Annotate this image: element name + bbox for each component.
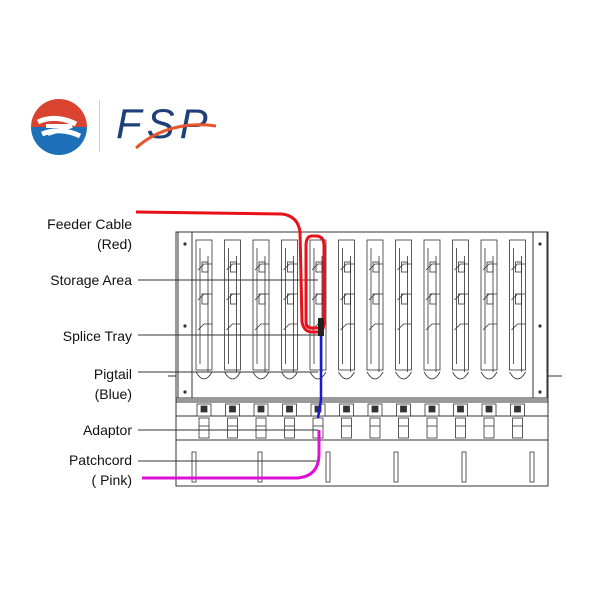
label-patchcord: Patchcord( Pink) [68, 452, 132, 488]
splice-tray [252, 239, 270, 380]
screws [183, 242, 542, 394]
splice-tray [480, 239, 498, 380]
slot [325, 451, 331, 483]
adaptor [453, 403, 468, 439]
splice-tray [395, 239, 412, 380]
screw [538, 390, 542, 394]
adaptor [196, 403, 212, 439]
adaptors [196, 403, 525, 439]
splice-tray [366, 239, 384, 380]
splice-tray [281, 239, 298, 380]
adaptor [225, 403, 240, 439]
adaptor [282, 403, 297, 439]
screw [183, 324, 187, 328]
adaptor [510, 403, 525, 439]
fsp-logo-icon [31, 99, 87, 155]
screw [183, 242, 187, 246]
screw [538, 242, 542, 246]
patch-slots [191, 451, 535, 483]
adaptor [253, 403, 269, 439]
slot [191, 451, 197, 483]
splice-tray [452, 239, 469, 380]
splice-sleeve [318, 318, 324, 336]
feeder-cable [135, 210, 326, 334]
splice-trays [195, 239, 526, 380]
splice-tray [509, 239, 526, 380]
adaptor [339, 403, 354, 439]
pigtail [316, 336, 323, 419]
slot [257, 451, 263, 483]
logo-divider [99, 100, 100, 152]
adaptor [481, 403, 497, 439]
brand-wordmark: FSP [116, 100, 213, 147]
label-storage-area: Storage Area [50, 272, 132, 288]
splice-tray [195, 239, 213, 380]
splice-tray [423, 239, 441, 380]
label-adaptor: Adaptor [82, 422, 132, 438]
splice-tray [338, 239, 355, 380]
slot [529, 451, 535, 483]
label-feeder-cable: Feeder Cable(Red) [47, 216, 132, 252]
brand-swoosh-icon [134, 123, 217, 150]
adaptor [367, 403, 383, 439]
adaptor [396, 403, 411, 439]
screw [183, 390, 187, 394]
screw [538, 324, 542, 328]
slot [393, 451, 399, 483]
slot [461, 451, 467, 483]
label-pigtail: Pigtail(Blue) [93, 366, 132, 402]
patchcord [142, 430, 321, 480]
label-splice-tray: Splice Tray [62, 328, 132, 344]
adaptor [424, 403, 440, 439]
adaptor-frame [175, 399, 549, 487]
splice-tray [224, 239, 241, 380]
housing-frame [175, 231, 549, 403]
